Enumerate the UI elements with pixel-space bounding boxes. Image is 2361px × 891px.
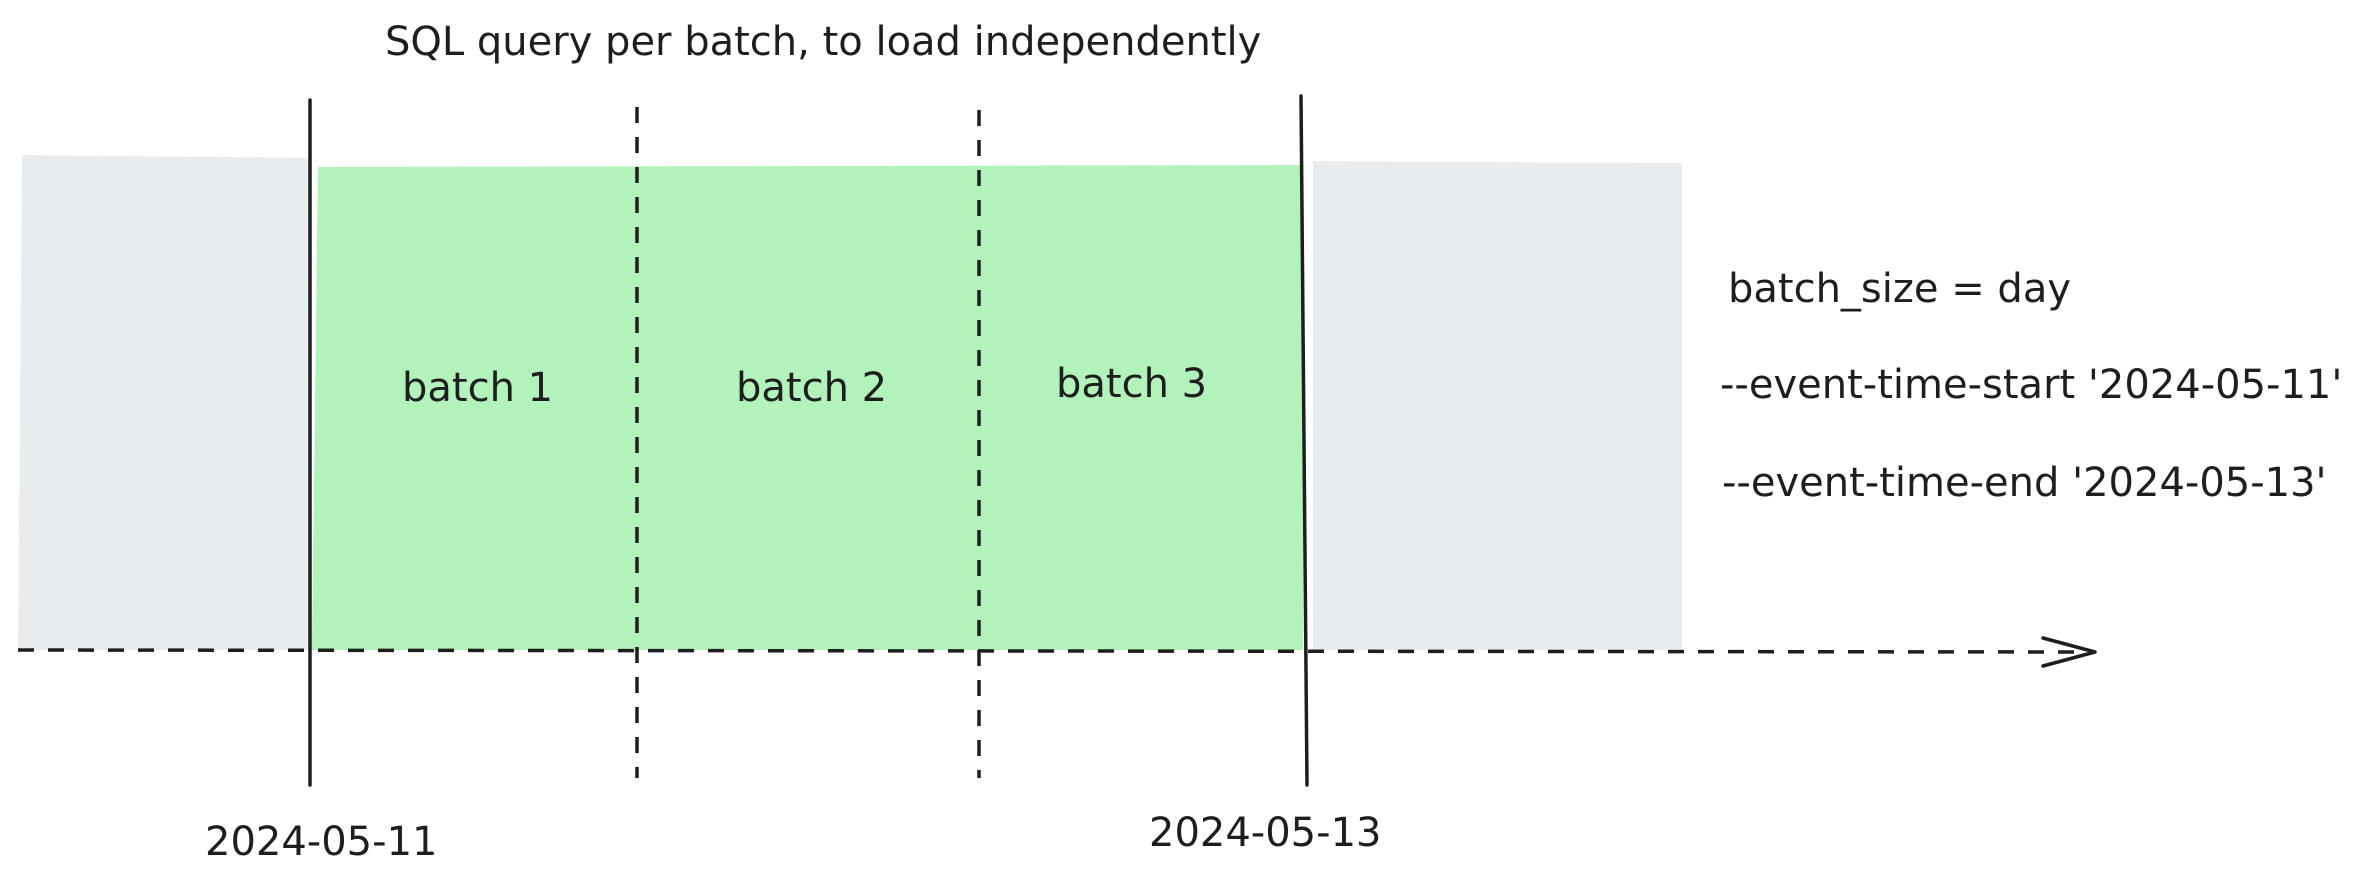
event-time-start-param: --event-time-start '2024-05-11' <box>1720 362 2342 408</box>
outside-range-left-region <box>18 155 310 650</box>
outside-range-right-region <box>1313 161 1682 650</box>
start-date-label: 2024-05-11 <box>205 819 437 865</box>
time-axis-arrowhead <box>2041 636 2097 668</box>
time-axis-line <box>17 648 2089 654</box>
batch-range-region <box>312 165 1303 650</box>
batch-label-3: batch 3 <box>1056 361 1207 407</box>
event-time-end-param: --event-time-end '2024-05-13' <box>1722 460 2327 506</box>
diagram-title: SQL query per batch, to load independent… <box>385 19 1261 65</box>
end-boundary-line <box>1299 94 1309 787</box>
batch-label-2: batch 2 <box>736 365 887 411</box>
batch-size-param: batch_size = day <box>1728 266 2071 312</box>
batch-label-1: batch 1 <box>402 365 553 411</box>
end-date-label: 2024-05-13 <box>1149 810 1381 856</box>
